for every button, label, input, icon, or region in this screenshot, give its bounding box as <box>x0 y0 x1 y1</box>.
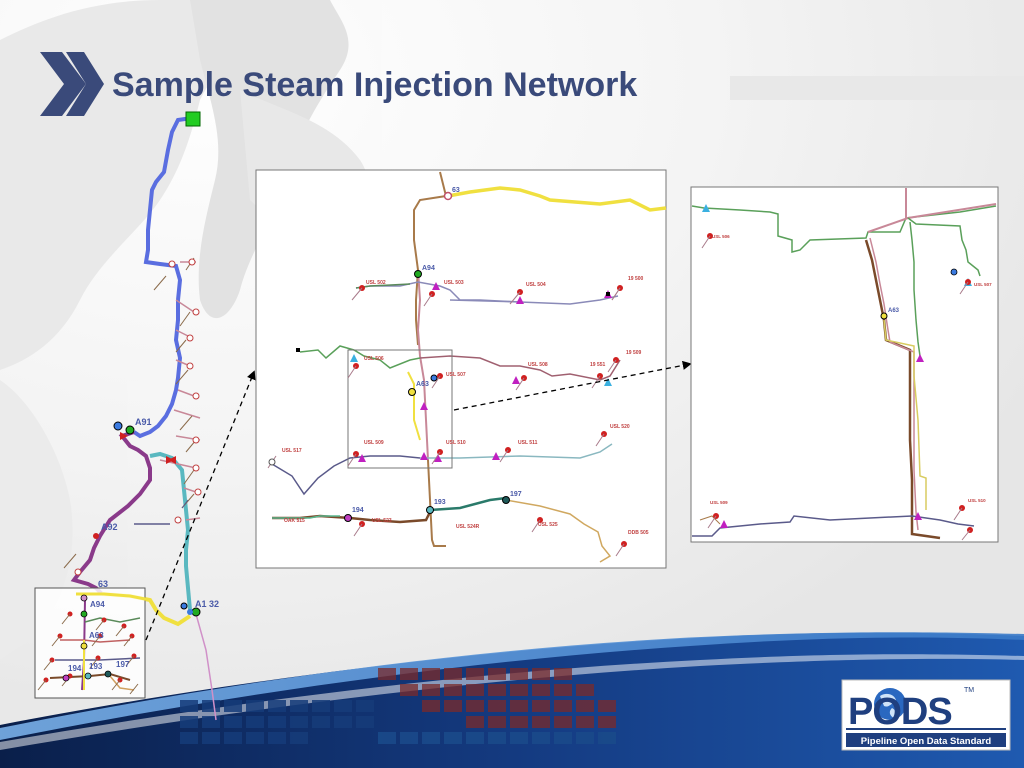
pods-trademark: TM <box>964 687 974 694</box>
detail1-well-usl-525: USL 525 <box>538 522 558 528</box>
overview-label-a132: A1 32 <box>195 599 219 609</box>
double-chevron-icon <box>40 52 104 116</box>
detail1-well-oak-515: OAK 515 <box>284 518 305 524</box>
detail1-well-usl-506: USL 506 <box>364 356 384 362</box>
title-underline-bar <box>730 76 1024 100</box>
zoom-arrow-2 <box>453 360 692 411</box>
overview-inset-network: A94 A63 194 193 197 <box>37 592 151 695</box>
detail2-node-a63: A63 <box>888 308 900 314</box>
overview-label-63: 63 <box>98 579 108 589</box>
detail1-node-a94: A94 <box>422 265 435 272</box>
pods-wordmark: PODS <box>848 691 952 733</box>
inset-label-a63: A63 <box>89 631 104 640</box>
detail1-well-usl-509: USL 509 <box>364 440 384 446</box>
detail1-well-19-509: 19 509 <box>626 350 642 356</box>
detail1-node-197: 197 <box>510 491 522 498</box>
pods-logo: PODS TM Pipeline Open Data Standard <box>841 679 1011 751</box>
wellhead-marker-icon <box>125 425 135 435</box>
source-square-icon <box>185 111 201 127</box>
page-title: Sample Steam Injection Network <box>112 66 637 104</box>
detail1-well-usl-503: USL 503 <box>444 280 464 286</box>
detail1-well-usl-517: USL 517 <box>282 448 302 454</box>
inset-label-194: 194 <box>68 664 82 673</box>
pods-tagline: Pipeline Open Data Standard <box>861 736 992 747</box>
pipeline-pink <box>195 613 217 721</box>
detail2-well-usl-510: USL 510 <box>968 498 986 503</box>
detail1-well-usl-524r: USL 524R <box>456 524 480 530</box>
detail2-well-usl-506: USL 506 <box>712 234 730 239</box>
pipeline-blue-mainline <box>132 116 193 439</box>
inset-label-a94: A94 <box>90 600 105 609</box>
inset-label-197: 197 <box>116 660 130 669</box>
detail1-well-19-500: 19 500 <box>628 276 644 282</box>
detail1-well-usl-502: USL 502 <box>366 280 386 286</box>
overview-label-a91: A91 <box>135 417 152 427</box>
detail1-well-usl-507: USL 507 <box>446 372 466 378</box>
footer-decoration <box>0 632 1024 768</box>
inset-label-193: 193 <box>89 662 103 671</box>
detail2-well-usl-507: USL 507 <box>974 282 992 287</box>
detail1-well-usl-511: USL 511 <box>518 440 538 446</box>
detail-map-2: A63 USL 506 USL 507 USL 509 USL 510 <box>690 186 999 543</box>
detail1-well-usl-523: USL 523 <box>372 518 392 524</box>
detail1-node-193: 193 <box>434 499 446 506</box>
detail1-node-a63: A63 <box>416 381 429 388</box>
detail1-node-63: 63 <box>452 187 460 194</box>
detail1-node-194: 194 <box>352 507 364 514</box>
detail1-well-19-551: 19 551 <box>590 362 606 368</box>
overview-network-map: A91 A92 63 A1 32 <box>34 111 219 721</box>
detail1-well-ddb-505: DDB 505 <box>628 530 649 536</box>
detail1-well-usl-520: USL 520 <box>610 424 630 430</box>
detail1-well-usl-508: USL 508 <box>528 362 548 368</box>
pipeline-purple <box>70 430 152 596</box>
detail1-well-usl-504: USL 504 <box>526 282 546 288</box>
zoom-arrow-1 <box>145 370 256 641</box>
detail2-well-usl-509: USL 509 <box>710 500 728 505</box>
detail1-well-usl-510: USL 510 <box>446 440 466 446</box>
detail-map-1: 63 A94 A63 194 193 197 USL 502 USL 503 U… <box>255 169 667 569</box>
overview-label-a92: A92 <box>101 522 118 532</box>
